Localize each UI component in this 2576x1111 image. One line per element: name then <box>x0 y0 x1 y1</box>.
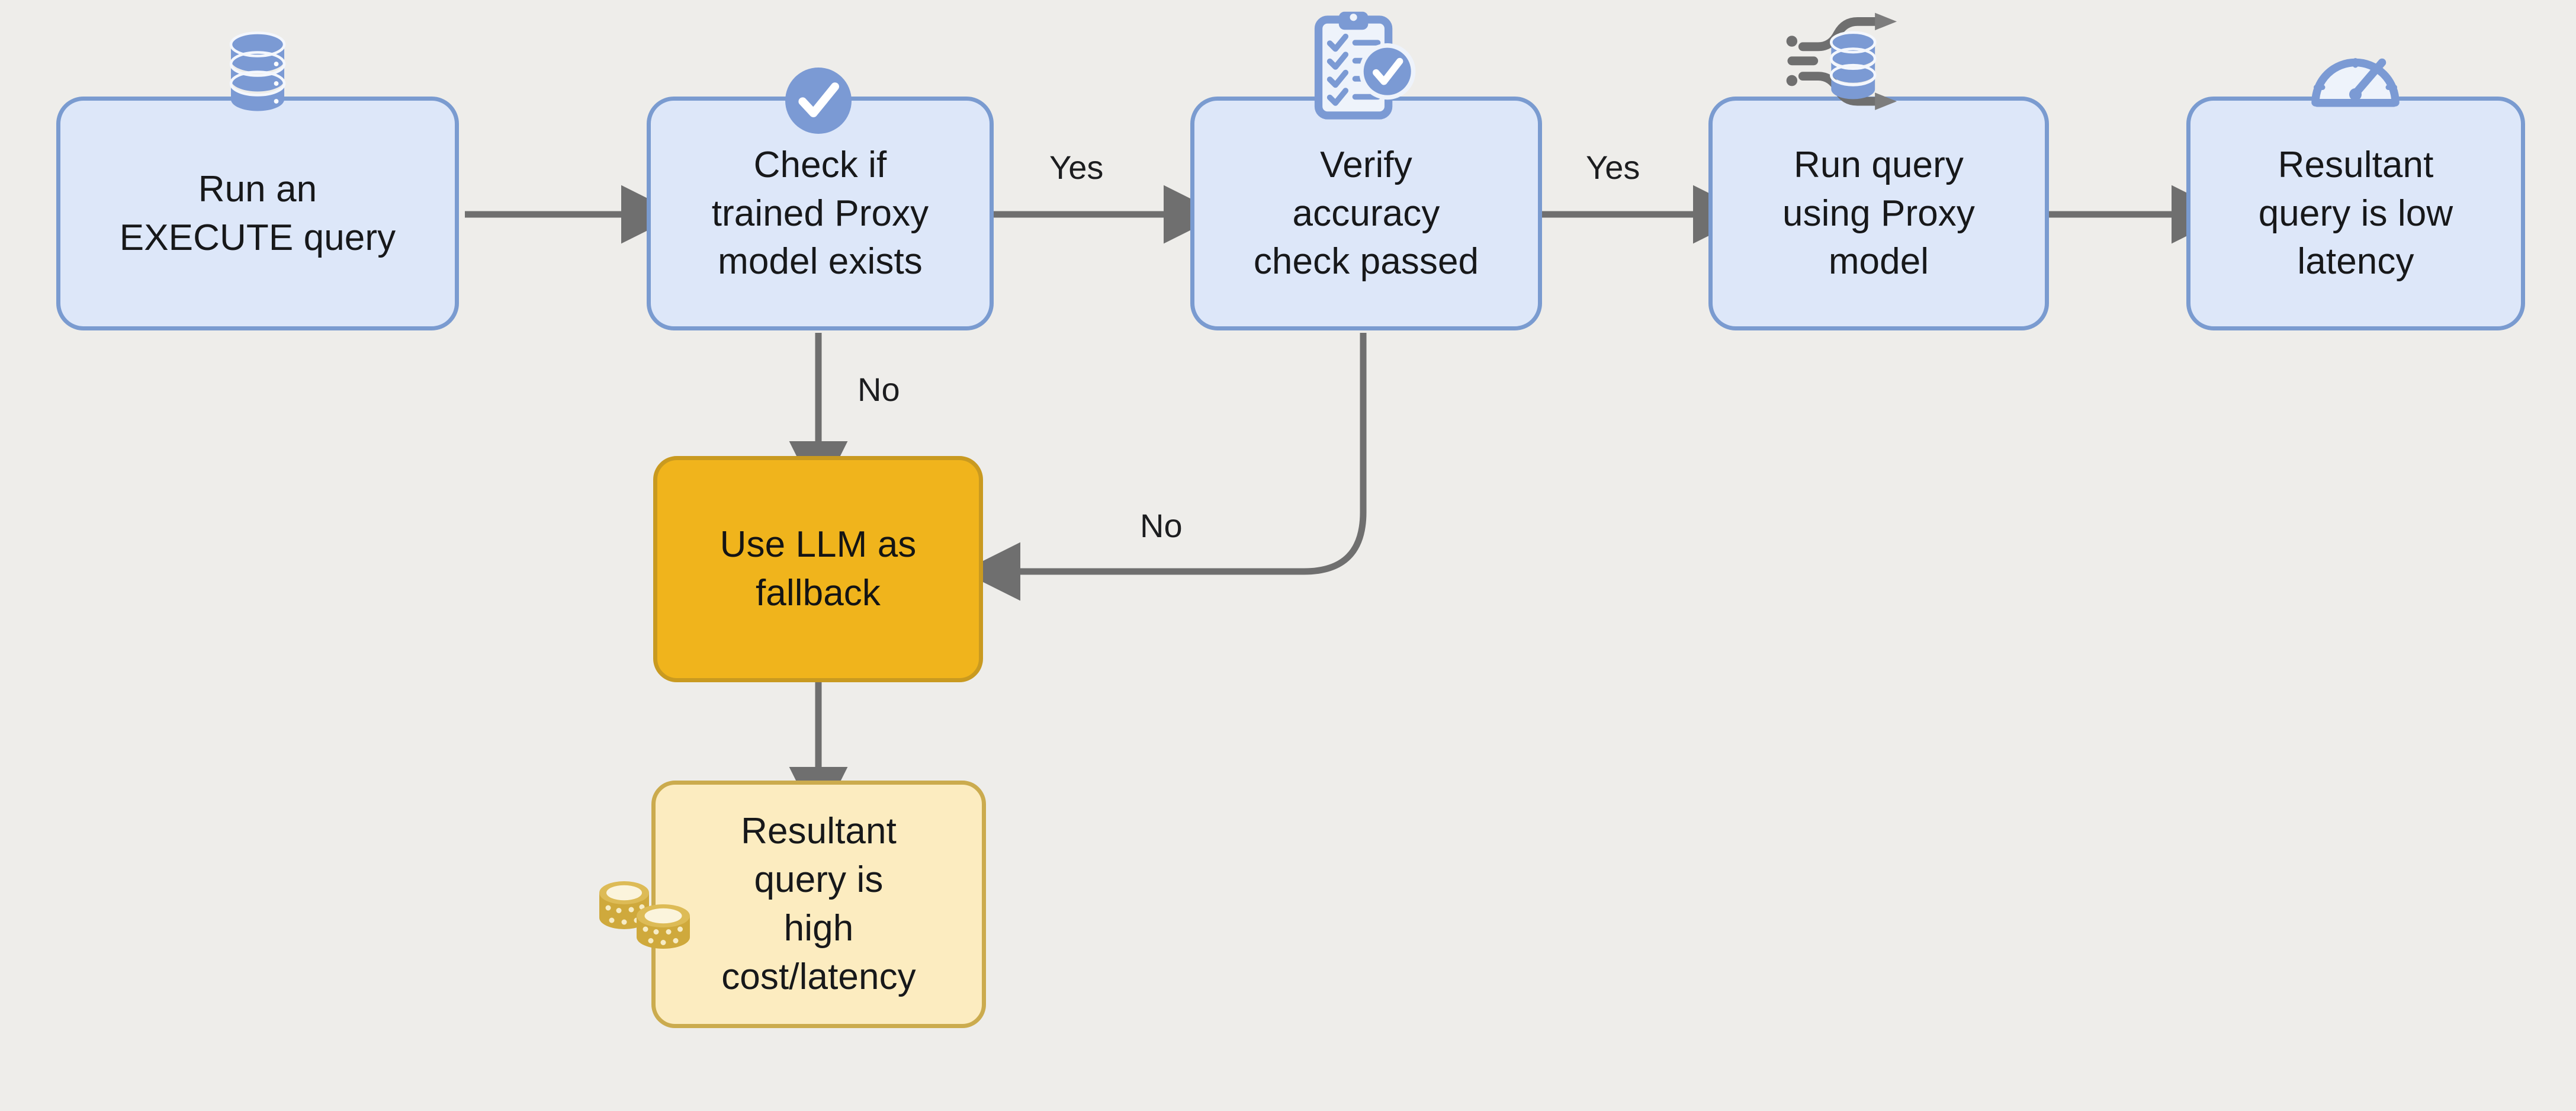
node-run-query-proxy[interactable]: Run query using Proxy model <box>1708 97 2049 330</box>
edge-label-no-1: No <box>857 371 900 408</box>
node-label: Check if trained Proxy model exists <box>711 144 929 282</box>
edge-label-no-2: No <box>1140 507 1183 544</box>
node-llm-fallback[interactable]: Use LLM as fallback <box>653 456 983 682</box>
node-run-execute-query[interactable]: Run an EXECUTE query <box>56 97 459 330</box>
node-label: Verify accuracy check passed <box>1253 144 1479 282</box>
edge-label-yes-2: Yes <box>1586 149 1640 186</box>
node-verify-accuracy[interactable]: Verify accuracy check passed <box>1190 97 1542 330</box>
node-label: Run an EXECUTE query <box>119 168 396 258</box>
node-label: Use LLM as fallback <box>720 524 917 614</box>
node-label: Resultant query is low latency <box>2258 144 2453 282</box>
edge-label-yes-1: Yes <box>1049 149 1104 186</box>
node-label: Run query using Proxy model <box>1782 144 1976 282</box>
node-label: Resultant query is high cost/latency <box>721 811 916 997</box>
node-check-proxy-model[interactable]: Check if trained Proxy model exists <box>647 97 994 330</box>
node-high-cost-result[interactable]: Resultant query is high cost/latency <box>651 781 986 1028</box>
edge-verify-to-fallback <box>962 333 1367 601</box>
node-low-latency-result[interactable]: Resultant query is low latency <box>2186 97 2525 330</box>
